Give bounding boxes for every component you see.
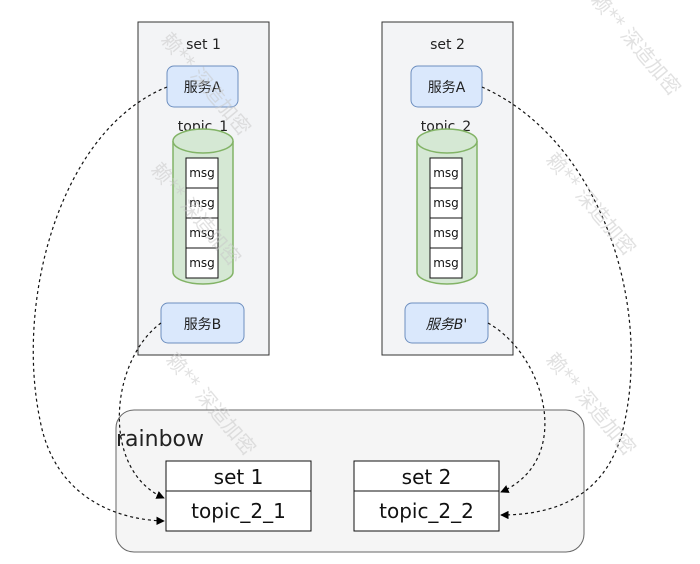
set-2-title: set 2	[430, 37, 465, 53]
watermark-text: 赖** 深造加密	[586, 0, 686, 100]
message-cell	[429, 157, 463, 189]
connectors	[32, 86, 632, 526]
rainbow-box-2-topic: topic_2_2	[379, 499, 474, 523]
message-label: msg	[433, 196, 459, 210]
message-label: msg	[189, 256, 215, 270]
set-1-service-a[interactable]: 服务A	[166, 65, 239, 108]
rainbow-box-1-topic: topic_2_1	[191, 499, 286, 523]
rainbow-box-2-set: set 2	[402, 465, 452, 489]
set-1-message-queue: msg msg msg msg	[185, 157, 219, 279]
message-label: msg	[189, 166, 215, 180]
message-cell	[185, 217, 219, 249]
watermark-text: 赖** 深造加密	[541, 148, 641, 260]
rainbow-group: rainbow set 1 topic_2_1 set 2 topic_2_2	[115, 409, 585, 553]
message-label: msg	[433, 226, 459, 240]
rainbow-title: rainbow	[116, 427, 204, 452]
connector-set1-service-a-to-topic-2-1	[32, 86, 168, 526]
set-2-service-a[interactable]: 服务A	[410, 65, 483, 108]
connector-set1-service-b-to-topic-2-1	[118, 322, 165, 499]
message-cell	[429, 247, 463, 279]
set-1-group: set 1 服务A topic_1 msg msg msg msg 服务B	[137, 21, 270, 356]
set-2-service-a-label: 服务A	[428, 80, 466, 96]
set-2-group: set 2 服务A topic_2 msg msg msg msg 服务B'	[381, 21, 514, 356]
set-1-service-b[interactable]: 服务B	[160, 302, 245, 344]
connector-set2-service-a-to-topic-2-2	[481, 86, 632, 520]
message-cell	[185, 157, 219, 189]
set-2-message-queue: msg msg msg msg	[429, 157, 463, 279]
message-cell	[429, 217, 463, 249]
set-1-service-b-label: 服务B	[184, 317, 222, 333]
message-label: msg	[189, 226, 215, 240]
set-2-service-b[interactable]: 服务B'	[404, 302, 489, 344]
message-label: msg	[433, 256, 459, 270]
set-2-service-b-label: 服务B'	[426, 317, 467, 333]
message-cell	[429, 187, 463, 219]
message-label: msg	[433, 166, 459, 180]
rainbow-topic-box-2[interactable]: set 2 topic_2_2	[353, 460, 500, 532]
message-label: msg	[189, 196, 215, 210]
set-1-title: set 1	[186, 37, 221, 53]
set-1-service-a-label: 服务A	[184, 80, 222, 96]
message-cell	[185, 247, 219, 279]
message-cell	[185, 187, 219, 219]
rainbow-box-1-set: set 1	[214, 465, 264, 489]
connector-set2-service-b-to-topic-2-2	[487, 322, 546, 493]
rainbow-topic-box-1[interactable]: set 1 topic_2_1	[165, 460, 312, 532]
